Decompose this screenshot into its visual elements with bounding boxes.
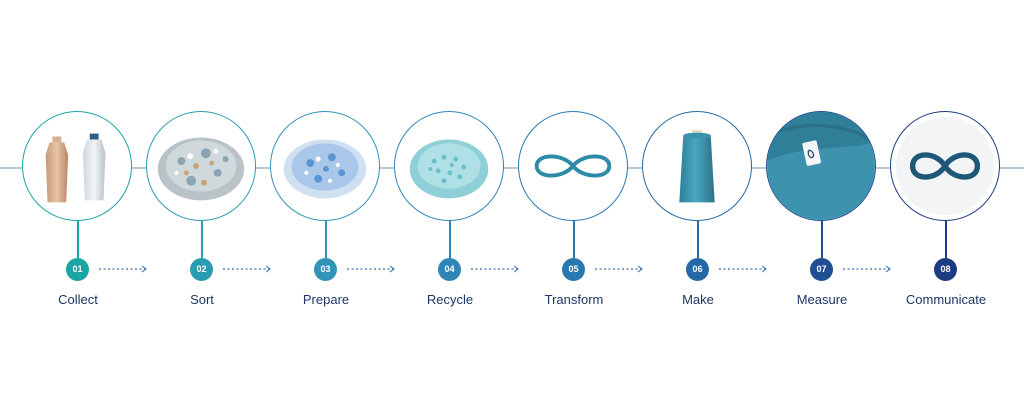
- arrow-connector: [99, 265, 151, 273]
- step-label: Communicate: [905, 292, 987, 307]
- plastic-bottles-icon: [22, 111, 132, 221]
- step-stem: [77, 221, 79, 258]
- step-label: Collect: [58, 292, 98, 307]
- fabric-tag-icon: [766, 111, 876, 221]
- step-stem: [945, 221, 947, 258]
- infinity-logo-icon: [890, 111, 1000, 221]
- blue-flakes-icon: [270, 111, 380, 221]
- step-number-badge: 02: [190, 258, 213, 281]
- step-label: Sort: [190, 292, 214, 307]
- step-make: 06 Make: [642, 111, 754, 331]
- arrow-connector: [719, 265, 771, 273]
- step-number-badge: 05: [562, 258, 585, 281]
- plastic-flakes-icon: [146, 111, 256, 221]
- step-recycle: 04 Recycle: [394, 111, 506, 331]
- step-stem: [821, 221, 823, 258]
- step-label: Make: [682, 292, 714, 307]
- step-measure: 07 Measure: [766, 111, 878, 331]
- step-number-badge: 07: [810, 258, 833, 281]
- arrow-connector: [843, 265, 895, 273]
- step-sort: 02 Sort: [146, 111, 258, 331]
- step-label: Transform: [544, 292, 604, 307]
- step-stem: [201, 221, 203, 258]
- timeline-line: [0, 167, 1024, 169]
- step-number-badge: 01: [66, 258, 89, 281]
- step-prepare: 03 Prepare: [270, 111, 382, 331]
- pellets-icon: [394, 111, 504, 221]
- arrow-connector: [595, 265, 647, 273]
- step-label: Recycle: [426, 292, 474, 307]
- step-number-badge: 06: [686, 258, 709, 281]
- step-stem: [449, 221, 451, 258]
- step-label: Measure: [796, 292, 848, 307]
- yarn-spool-icon: [642, 111, 752, 221]
- infinity-thread-icon: [518, 111, 628, 221]
- step-number-badge: 04: [438, 258, 461, 281]
- step-number-badge: 03: [314, 258, 337, 281]
- arrow-connector: [223, 265, 275, 273]
- step-stem: [573, 221, 575, 258]
- arrow-connector: [471, 265, 523, 273]
- step-label: Prepare: [302, 292, 350, 307]
- step-communicate: 08 Communicate: [890, 111, 1002, 331]
- arrow-connector: [347, 265, 399, 273]
- step-transform: 05 Transform: [518, 111, 630, 331]
- step-stem: [325, 221, 327, 258]
- step-stem: [697, 221, 699, 258]
- step-collect: 01 Collect: [22, 111, 134, 331]
- step-number-badge: 08: [934, 258, 957, 281]
